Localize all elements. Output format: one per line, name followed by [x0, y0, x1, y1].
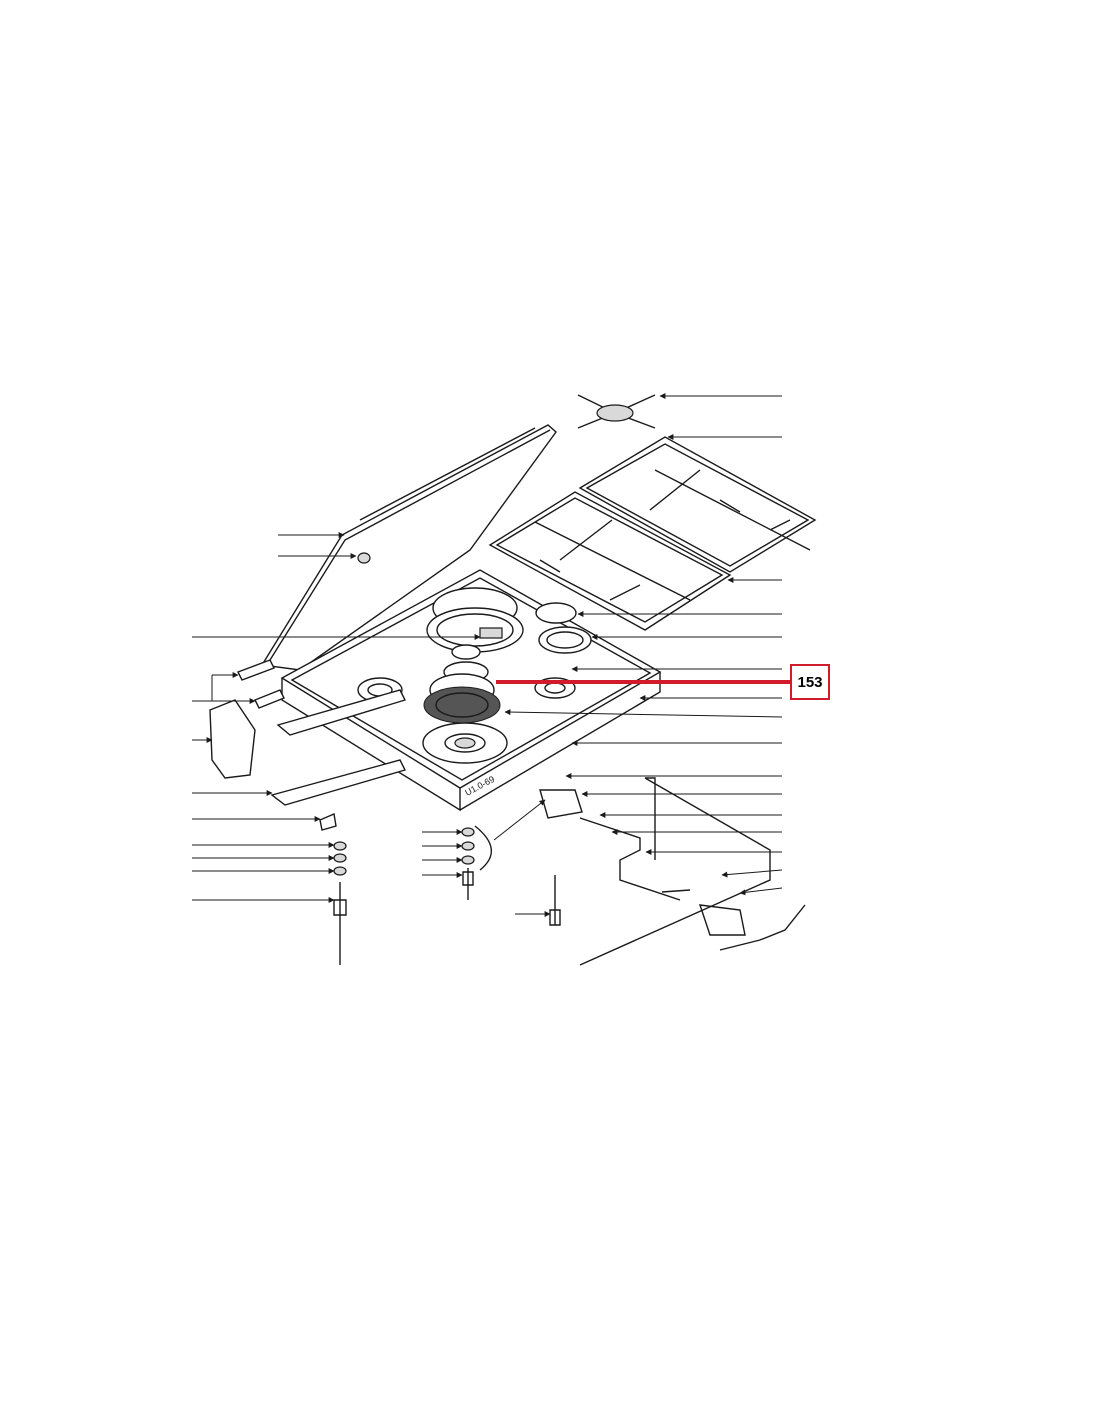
burner-part-153[interactable]	[423, 644, 501, 724]
valve-and-injector-parts	[333, 777, 806, 966]
hinge-parts	[209, 659, 407, 831]
part-number-callout[interactable]: 153	[790, 664, 830, 700]
part-number-label: 153	[797, 673, 823, 691]
right-leader-lines	[504, 393, 783, 896]
wok-support	[577, 394, 656, 429]
burners	[357, 587, 592, 764]
pan-support-grids	[488, 436, 817, 631]
left-leader-lines	[192, 532, 551, 917]
